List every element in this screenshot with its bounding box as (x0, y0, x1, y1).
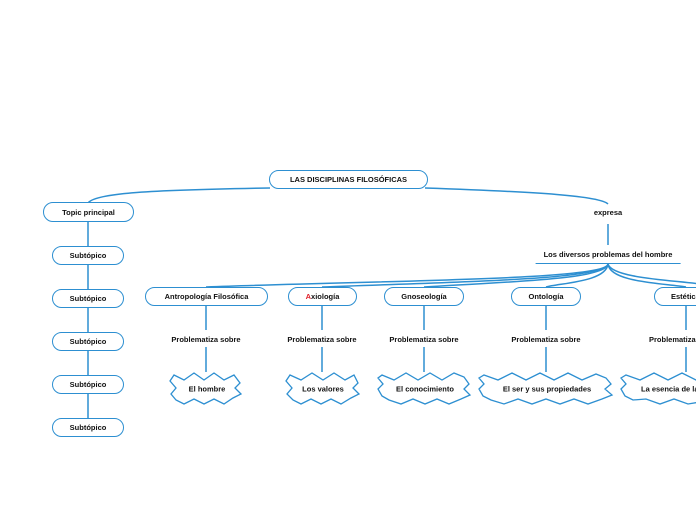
root-label: LAS DISCIPLINAS FILOSÓFICAS (289, 175, 408, 184)
topic-label: Topic principal (62, 207, 115, 217)
connector-hub-d3 (423, 263, 609, 288)
subtopic-node-1[interactable]: Subtópico (52, 246, 124, 265)
subtopic-node-2[interactable]: Subtópico (52, 289, 124, 308)
connector-hub-d5 (607, 263, 687, 288)
connector-label-expresa[interactable]: expresa (593, 208, 623, 217)
connector-root-left (87, 187, 271, 204)
discipline-label: Axiología (305, 292, 340, 301)
connector-hub-d6 (607, 263, 696, 285)
discipline-node-gnoseologia[interactable]: Gnoseología (384, 287, 464, 306)
burst-shape-4 (478, 372, 614, 405)
object-label-5[interactable]: La esencia de la belleza (641, 384, 696, 394)
discipline-label: Gnoseología (401, 292, 447, 301)
burst-shape-2 (285, 372, 361, 405)
subtopic-label: Subtópico (69, 251, 107, 260)
discipline-node-antropologia[interactable]: Antropología Filosófica (145, 287, 268, 306)
subtopic-label: Subtópico (69, 380, 107, 389)
relation-label-3[interactable]: Problematiza sobre (389, 335, 459, 344)
object-label-1[interactable]: El hombre (188, 384, 226, 394)
connector-root-right (424, 187, 609, 205)
discipline-node-estetica[interactable]: Estética (654, 287, 696, 306)
discipline-label: Ontología (528, 292, 564, 301)
subtopic-label: Subtópico (69, 294, 107, 303)
discipline-label: Estética (671, 292, 696, 301)
discipline-node-axiologia[interactable]: Axiología (288, 287, 357, 306)
relation-label-1[interactable]: Problematiza sobre (171, 335, 241, 344)
subtopic-node-5[interactable]: Subtópico (52, 418, 124, 437)
object-label-4[interactable]: El ser y sus propiedades (502, 384, 592, 394)
object-label-3[interactable]: El conocimiento (396, 384, 454, 394)
connector-hub-d2 (321, 263, 609, 288)
subtopic-node-3[interactable]: Subtópico (52, 332, 124, 351)
object-label-2[interactable]: Los valores (302, 384, 344, 394)
burst-shape-1 (169, 372, 243, 405)
connector-hub-d4 (545, 263, 609, 288)
hub-node[interactable]: Los diversos problemas del hombre (535, 250, 681, 264)
relation-label-5[interactable]: Problematiza sobre (649, 335, 696, 344)
discipline-label: Antropología Filosófica (164, 292, 249, 301)
subtopic-label: Subtópico (69, 337, 107, 346)
topic-node[interactable]: Topic principal (43, 202, 134, 222)
subtopic-node-4[interactable]: Subtópico (52, 375, 124, 394)
connector-hub-d1 (205, 263, 609, 288)
discipline-node-ontologia[interactable]: Ontología (511, 287, 581, 306)
root-node[interactable]: LAS DISCIPLINAS FILOSÓFICAS (269, 170, 428, 189)
burst-shape-3 (377, 372, 472, 405)
burst-shape-5 (620, 372, 696, 405)
relation-label-4[interactable]: Problematiza sobre (511, 335, 581, 344)
subtopic-label: Subtópico (69, 423, 107, 432)
relation-label-2[interactable]: Problematiza sobre (287, 335, 357, 344)
